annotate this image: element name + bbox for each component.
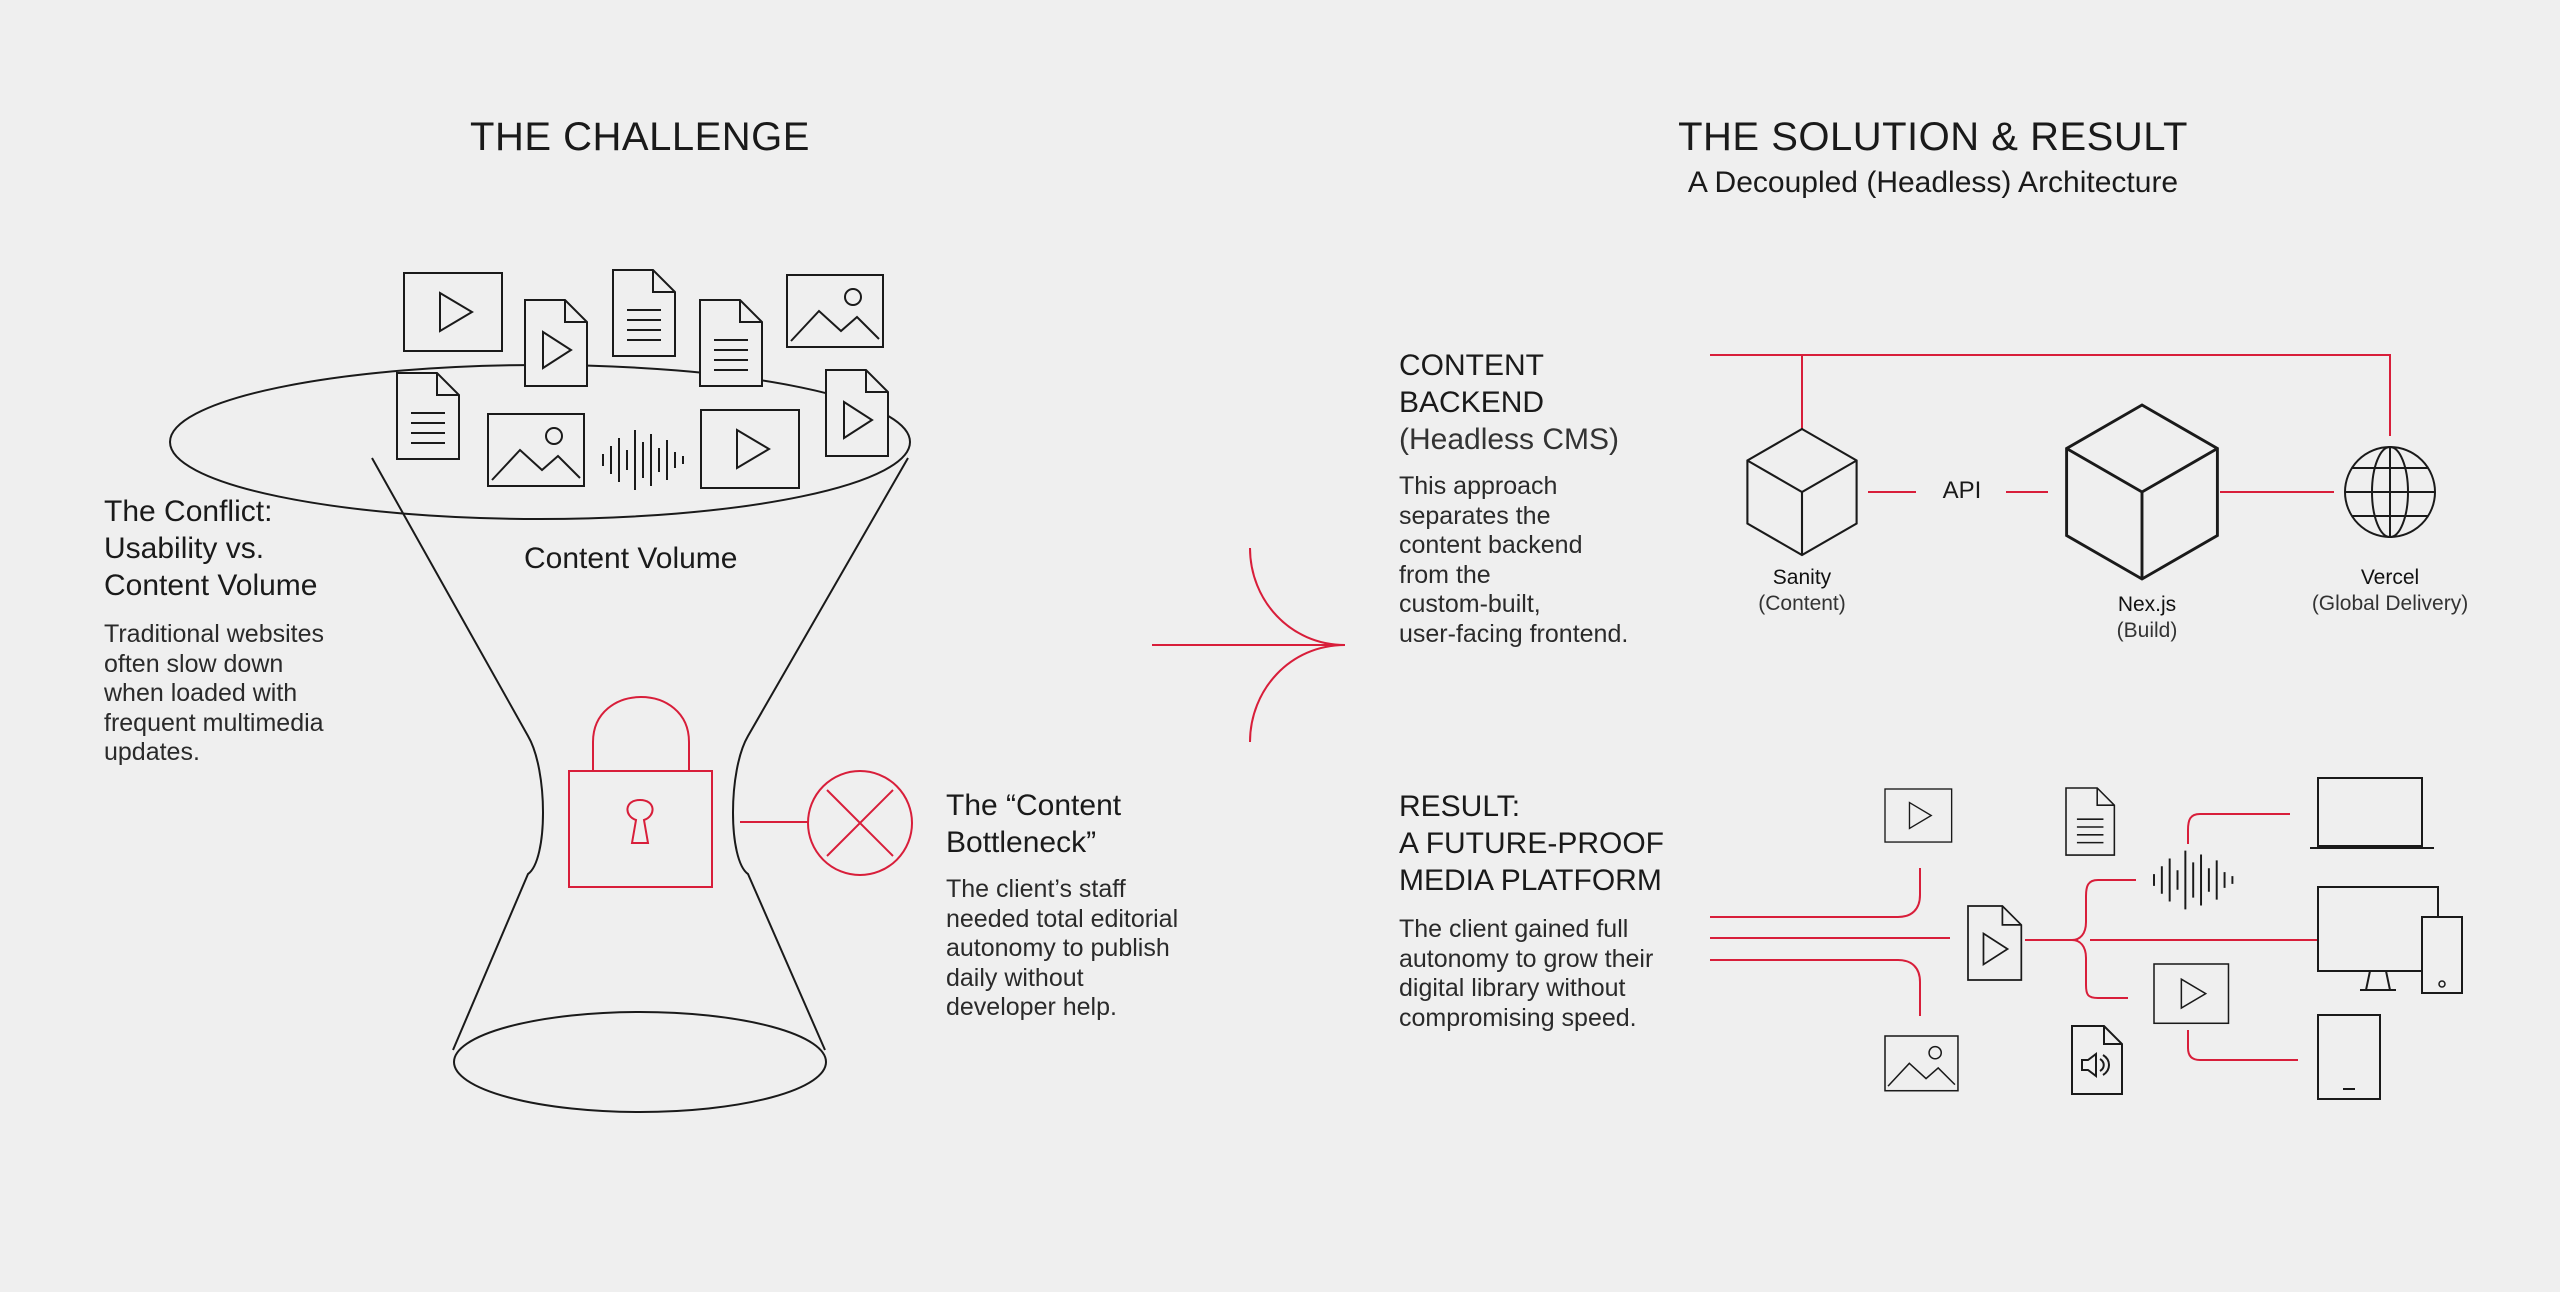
node-nexjs: Nex.js (Build) [2117, 592, 2178, 644]
node-name: Sanity [1772, 566, 1832, 589]
document-icon [612, 269, 676, 357]
result-heading-line: RESULT: [1399, 790, 1521, 823]
media-pile [396, 269, 889, 491]
bottleneck-body-line: autonomy to publish [946, 934, 1170, 962]
node-role: (Global Delivery) [2311, 592, 2469, 615]
document-icon [396, 372, 460, 460]
backend-body-line: from the [1399, 560, 1491, 589]
result-body-line: digital library without [1399, 974, 1626, 1002]
bottleneck-heading-line: Bottleneck” [946, 826, 1097, 859]
solution-subtitle: A Decoupled (Headless) Architecture [1687, 166, 2179, 199]
node-role: (Build) [2116, 619, 2178, 642]
laptop-icon [2310, 777, 2434, 849]
solution-title: THE SOLUTION & RESULT [1678, 115, 2188, 159]
backend-text: CONTENT BACKEND (Headless CMS) This appr… [1399, 347, 1628, 649]
video-icon [2153, 963, 2230, 1025]
conflict-body-line: when loaded with [104, 679, 298, 707]
backend-heading-sub: (Headless CMS) [1399, 423, 1620, 456]
image-icon [786, 274, 884, 348]
node-sanity: Sanity (Content) [1758, 565, 1846, 617]
bottleneck-body-line: needed total editorial [946, 904, 1179, 933]
backend-heading-line: CONTENT [1399, 349, 1544, 382]
bottleneck-body-line: developer help. [946, 993, 1117, 1021]
bottleneck-text: The “Content Bottleneck” The client’s st… [946, 787, 1178, 1023]
video-icon [700, 409, 800, 489]
document-icon [2065, 787, 2116, 856]
image-icon [487, 413, 585, 487]
video-file-icon [825, 369, 889, 457]
node-vercel: Vercel (Global Delivery) [2312, 565, 2468, 617]
conflict-heading-line: Content Volume [104, 569, 318, 602]
result-heading-line: A FUTURE-PROOF [1399, 827, 1665, 860]
node-name: Vercel [2360, 566, 2420, 589]
result-body-line: autonomy to grow their [1399, 944, 1654, 973]
result-body-line: The client gained full [1399, 915, 1629, 943]
backend-body-line: This approach [1399, 472, 1558, 500]
result-body-line: compromising speed. [1399, 1003, 1637, 1032]
desktop-icon [2317, 886, 2439, 991]
conflict-heading-line: The Conflict: [104, 495, 273, 528]
video-file-icon [524, 299, 588, 387]
image-icon [1884, 1035, 1959, 1092]
bottleneck-heading-line: The “Content [946, 789, 1122, 822]
tablet-icon [2317, 1014, 2381, 1100]
cube-icon [1746, 427, 1858, 557]
backend-body-line: custom-built, [1399, 590, 1541, 618]
transition-arrow [1152, 547, 1346, 743]
conflict-body-line: Traditional websites [104, 620, 325, 648]
backend-body-line: separates the [1399, 501, 1551, 530]
video-file-icon [1967, 905, 2023, 981]
conflict-text: The Conflict: Usability vs. Content Volu… [104, 493, 324, 768]
conflict-body-line: often slow down [104, 649, 284, 678]
document-icon [699, 299, 763, 387]
backend-body-line: content backend [1399, 531, 1583, 559]
globe-icon [2344, 446, 2436, 538]
audio-file-icon [2071, 1025, 2123, 1095]
result-text: RESULT: A FUTURE-PROOF MEDIA PLATFORM Th… [1399, 788, 1664, 1033]
backend-body-line: user-facing frontend. [1399, 619, 1629, 648]
result-heading-line: MEDIA PLATFORM [1399, 864, 1662, 897]
architecture-diagram [1710, 354, 2436, 581]
phone-icon [2421, 916, 2463, 994]
bottleneck-body-line: The client’s staff [946, 875, 1126, 903]
conflict-body-line: updates. [104, 738, 200, 766]
challenge-title: THE CHALLENGE [470, 115, 810, 159]
video-icon [1884, 788, 1953, 843]
conflict-body-line: frequent multimedia [104, 708, 324, 737]
node-role: (Content) [1758, 592, 1846, 615]
api-label: API [1942, 477, 1982, 504]
x-circle-icon [807, 770, 913, 876]
conflict-heading-line: Usability vs. [104, 532, 265, 565]
cube-icon [2065, 403, 2219, 581]
backend-heading-line: BACKEND [1399, 386, 1545, 419]
bottleneck-body-line: daily without [946, 963, 1084, 992]
audio-wave-icon [602, 429, 684, 491]
audio-wave-icon [2153, 849, 2234, 911]
funnel-label: Content Volume [524, 542, 738, 575]
result-diagram [1710, 777, 2463, 1100]
video-icon [403, 272, 503, 352]
lock-icon [568, 696, 713, 888]
node-name: Nex.js [2117, 593, 2177, 616]
